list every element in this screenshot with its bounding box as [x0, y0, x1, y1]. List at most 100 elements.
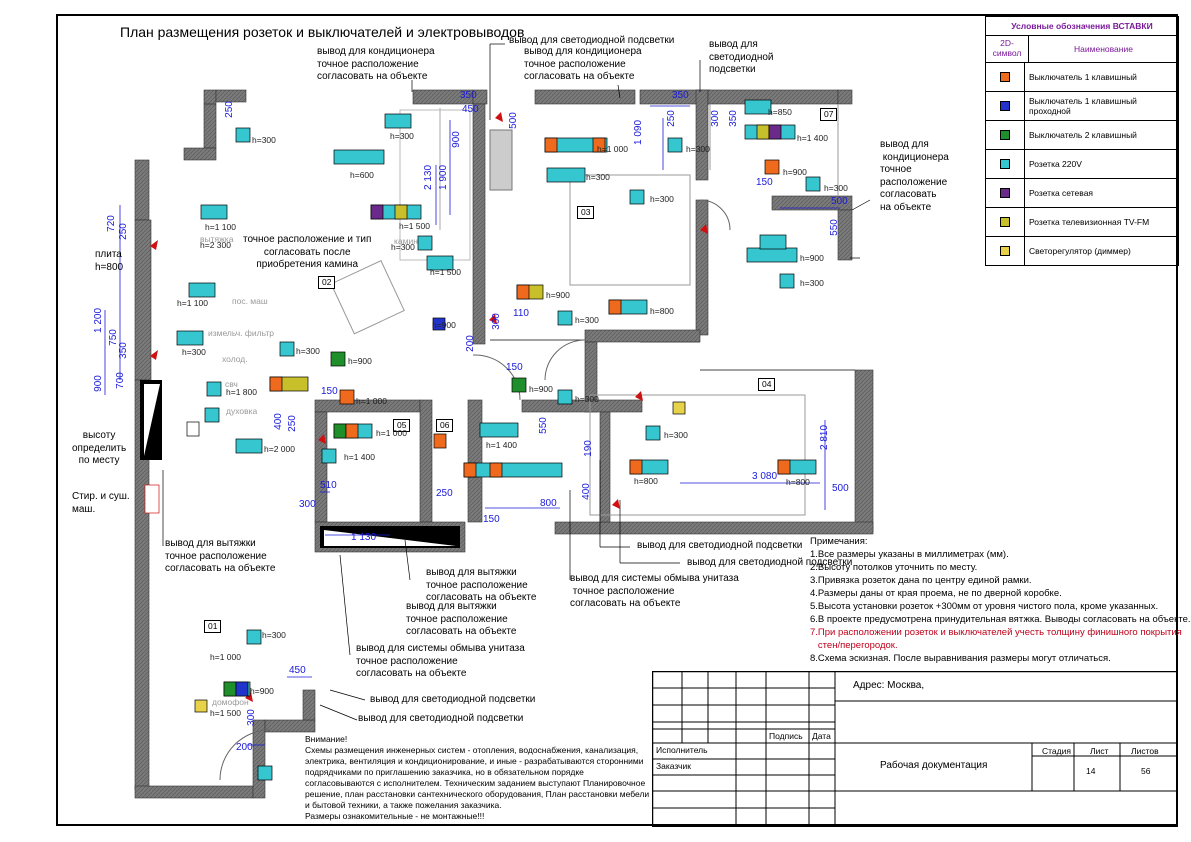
legend-header: Условные обозначения ВСТАВКИ	[986, 17, 1178, 36]
height-label: h=300	[686, 144, 710, 154]
notes: Примечания: 1.Все размеры указаны в милл…	[810, 535, 1191, 665]
height-label: h=300	[575, 394, 599, 404]
callout-wc-1: вывод для системы обмыва унитаза точное …	[570, 573, 739, 609]
dim: 110	[513, 308, 529, 319]
legend-row: Светорегулятор (диммер)	[986, 237, 1178, 265]
height-label: h=300	[262, 630, 286, 640]
callout-hood-3: вывод для вытяжки точное расположение со…	[406, 601, 517, 637]
dim: 1 090	[633, 119, 645, 146]
dim: 300	[245, 709, 257, 726]
callout-led-bottom-1: вывод для светодиодной подсветки	[637, 540, 803, 551]
callout-led-bottom-4: вывод для светодиодной подсветки	[358, 713, 524, 724]
stamp-address: Адрес: Москва,	[853, 680, 925, 691]
dim: 300	[490, 313, 502, 330]
dim: 2 810	[819, 424, 831, 451]
height-label: h=900	[348, 356, 372, 366]
note-item: 4.Размеры даны от края проема, не по две…	[810, 588, 1062, 599]
height-label: h=1 500	[210, 708, 241, 718]
legend-name: Светорегулятор (диммер)	[1029, 246, 1131, 256]
height-label: h=1 400	[797, 133, 828, 143]
height-label: h=800	[650, 306, 674, 316]
stamp-list: Лист	[1090, 746, 1109, 756]
callout-led-bottom-2: вывод для светодиодной подсветки	[687, 557, 853, 568]
dim: 250	[117, 223, 129, 240]
height-label: h=1 000	[210, 652, 241, 662]
legend-name: Выключатель 1 клавишный проходной	[1029, 96, 1137, 116]
height-label: h=900	[432, 320, 456, 330]
room-label-02: 02	[318, 276, 336, 289]
dim: 1 200	[93, 307, 105, 334]
socket-blocks	[144, 99, 821, 781]
dim: 800	[540, 498, 557, 509]
warning-footer: Размеры ознакомительные - не монтажные!!…	[305, 811, 485, 821]
dim: 1 130	[351, 532, 377, 543]
stamp-stadia: Стадия	[1042, 746, 1071, 756]
height-label: h=300	[800, 278, 824, 288]
height-label: h=300	[390, 131, 414, 141]
dim: 200	[236, 742, 253, 753]
legend-name: Розетка сетевая	[1029, 188, 1094, 198]
room-label-06: 06	[436, 419, 454, 432]
note-item: 3.Привязка розеток дана по центру единой…	[810, 575, 1032, 586]
drawing-frame	[56, 14, 1178, 826]
height-label: h=900	[800, 253, 824, 263]
dim: 700	[114, 372, 126, 389]
room-label-03: 03	[577, 206, 595, 219]
height-label: h=850	[768, 107, 792, 117]
callout-ac-2: вывод для кондиционера точное расположен…	[524, 46, 642, 82]
switch-passthrough-icon	[1000, 101, 1010, 111]
dim: 150	[321, 386, 338, 397]
dim: 250	[286, 415, 298, 432]
dim: 500	[831, 196, 848, 207]
dim: 190	[582, 440, 594, 457]
height-label: h=1 500	[399, 221, 430, 231]
callout-wc-2: вывод для системы обмыва унитаза точное …	[356, 643, 525, 679]
callout-hood-1: вывод для вытяжки точное расположение со…	[165, 538, 276, 574]
stamp-listov-number: 56	[1141, 766, 1151, 776]
legend-name: Розетка 220V	[1029, 159, 1082, 169]
switch-2-icon	[1000, 130, 1010, 140]
callout-led-top-right: вывод для светодиодной подсветки	[709, 39, 774, 75]
height-label: h=1 100	[177, 298, 208, 308]
appliance-label: холод.	[222, 354, 248, 364]
height-label: h=600	[350, 170, 374, 180]
legend-row: Розетка 220V	[986, 150, 1178, 179]
callout-washer: Стир. и суш. маш.	[72, 491, 130, 515]
dim: 400	[272, 413, 284, 430]
callout-hood-2: вывод для вытяжки точное расположение со…	[426, 567, 537, 603]
dim: 400	[580, 483, 592, 500]
callout-led-bottom-3: вывод для светодиодной подсветки	[370, 694, 536, 705]
height-label: h=2 000	[264, 444, 295, 454]
dim: 350	[672, 90, 689, 101]
room-label-01: 01	[204, 620, 222, 633]
dim: 550	[828, 219, 840, 236]
note-item: 5.Высота установки розеток +300мм от уро…	[810, 601, 1159, 612]
height-label: h=300	[252, 135, 276, 145]
height-label: h=800	[786, 477, 810, 487]
legend-name: Розетка телевизионная TV-FM	[1029, 217, 1150, 227]
stamp-data: Дата	[812, 731, 831, 741]
dimmer-icon	[1000, 246, 1010, 256]
legend-row: Выключатель 1 клавишный	[986, 63, 1178, 92]
dimension-lines	[104, 105, 840, 746]
stamp-ispolnitel: Исполнитель	[656, 745, 708, 755]
callout-ac-3: вывод для кондиционера точное расположен…	[880, 139, 949, 213]
warning-block: Внимание! Схемы размещения инженерных си…	[305, 734, 650, 822]
appliance-label: вытяжка	[200, 234, 234, 244]
warning-heading: Внимание!	[305, 734, 348, 744]
legend-row: Розетка телевизионная TV-FM	[986, 208, 1178, 237]
callout-led-top: вывод для светодиодной подсветки	[509, 35, 675, 46]
stamp-list-number: 14	[1086, 766, 1096, 776]
appliance-label: свч	[225, 379, 238, 389]
height-label: h=300	[391, 242, 415, 252]
height-label: h=1 000	[597, 144, 628, 154]
stamp-podpis: Подпись	[769, 731, 803, 741]
notes-heading: Примечания:	[810, 536, 868, 547]
appliance-label: пос. маш	[232, 296, 268, 306]
appliance-label: домофон	[212, 697, 249, 707]
dim: 510	[320, 480, 337, 491]
plan-title: План размещения розеток и выключателей и…	[120, 24, 525, 40]
stamp-doc-type: Рабочая документация	[880, 760, 988, 771]
dim: 500	[832, 483, 849, 494]
